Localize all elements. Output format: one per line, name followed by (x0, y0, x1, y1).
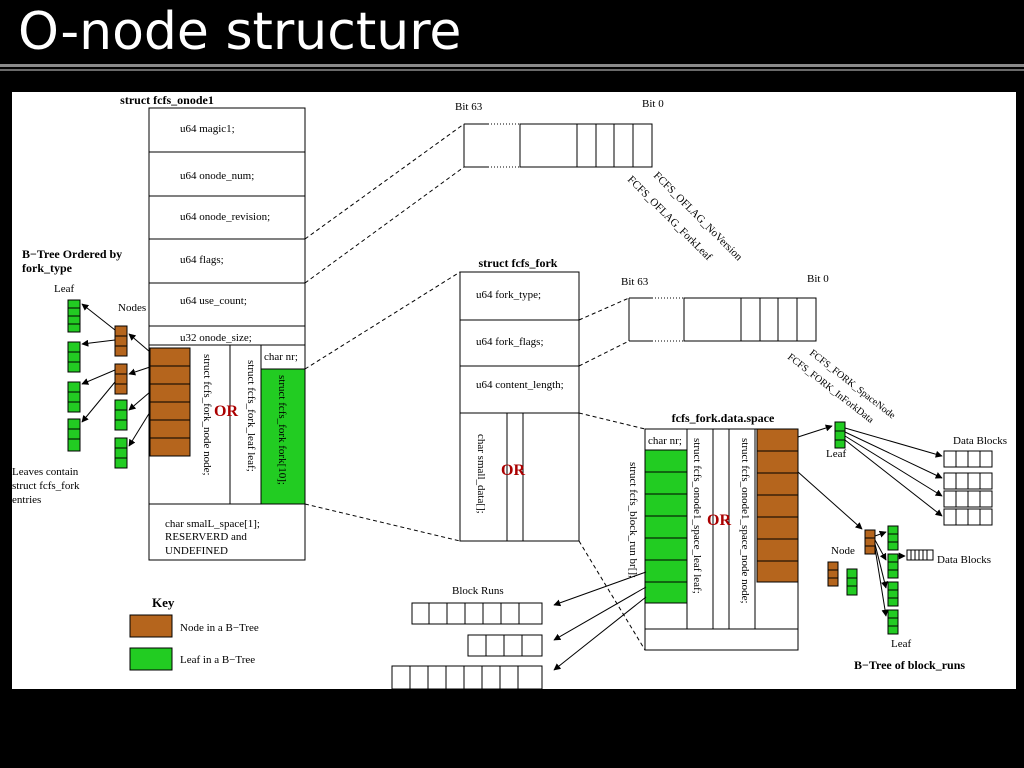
onode-field-flags: u64 flags; (180, 254, 224, 266)
onode-node-stack (149, 347, 191, 457)
left-btree-title-2: fork_type (22, 261, 73, 275)
space-charnr: char nr; (648, 435, 682, 447)
title-bar: O-node structure (0, 0, 1024, 62)
space-title: fcfs_fork.data.space (672, 411, 775, 425)
left-btree-note-1: Leaves contain (12, 466, 79, 478)
flags2-bit0: Bit 0 (807, 273, 829, 285)
slide-title: O-node structure (18, 2, 462, 62)
onode-title: struct fcfs_onode1 (120, 93, 214, 107)
key-leaf-label: Leaf in a B−Tree (180, 654, 255, 666)
key-title: Key (152, 595, 175, 610)
onode-undefined: UNDEFINED (165, 545, 228, 557)
flags1-bit63: Bit 63 (455, 101, 483, 113)
onode-struct: struct fcfs_onode1 u64 magic1; u64 onode… (120, 93, 306, 561)
onode-or-label: OR (214, 403, 238, 420)
left-btree-note-3: entries (12, 494, 41, 506)
left-btree-nodes-label: Nodes (118, 302, 146, 314)
fork-struct: struct fcfs_fork u64 fork_type; u64 fork… (459, 256, 580, 542)
left-btree-title-1: B−Tree Ordered by (22, 247, 122, 261)
space-vertical-node: struct fcfs_onode1_space_node node; (739, 438, 751, 604)
flags2-bit63: Bit 63 (621, 276, 649, 288)
right-btree-leaf-bottom: Leaf (891, 638, 911, 650)
left-btree-leaf-label: Leaf (54, 283, 74, 295)
fork-field-flags: u64 fork_flags; (476, 336, 544, 348)
fork-field-type: u64 fork_type; (476, 289, 541, 301)
onode-field-use-count: u64 use_count; (180, 295, 247, 307)
onode-field-onode-num: u64 onode_num; (180, 170, 254, 182)
space-vertical-block-run: struct fcfs_block_run br[]; (627, 462, 639, 578)
key-node-swatch (129, 614, 173, 638)
data-block-group-2 (906, 549, 934, 561)
fork-or-label: OR (501, 462, 525, 479)
onode-field-onode-size: u32 onode_size; (180, 332, 252, 344)
flags1-bit0: Bit 0 (642, 98, 664, 110)
right-btree-data-blocks-1: Data Blocks (953, 435, 1007, 447)
onode-vertical-fork: struct fcfs_fork fork[10]; (276, 375, 288, 485)
left-btree: B−Tree Ordered by fork_type Leaf Nodes L… (12, 247, 151, 506)
legend-key: Key Node in a B−Tree Leaf in a B−Tree (129, 595, 259, 671)
space-vertical-leaf: struct fcfs_onode1_space_leaf leaf; (691, 438, 703, 594)
onode-charnr: char nr; (264, 351, 298, 363)
onode-diagram: struct fcfs_onode1 u64 magic1; u64 onode… (12, 92, 1016, 689)
space-struct: fcfs_fork.data.space char nr; struct fcf… (627, 411, 799, 651)
key-leaf-swatch (129, 647, 173, 671)
onode-reserved: RESERVERD and (165, 531, 247, 543)
right-btree: Leaf Data Blocks (797, 421, 1007, 672)
fork-title: struct fcfs_fork (479, 256, 558, 270)
key-node-label: Node in a B−Tree (180, 622, 259, 634)
onode-flags-register: Bit 63 Bit 0 FCFS_OFLAG_NoVersion FCFS_O… (455, 98, 745, 264)
block-runs: Block Runs (391, 571, 647, 689)
fork-flags-register: Bit 63 Bit 0 FCFS_FORK_SpaceNode FCFS_FO… (621, 273, 898, 426)
right-btree-title: B−Tree of block_runs (854, 658, 965, 672)
right-btree-node-label: Node (831, 545, 855, 557)
fork-vertical-small-data: char small_data[]; (475, 434, 487, 514)
onode-small-space: char smalL_space[1]; (165, 518, 260, 530)
data-block-group-1 (943, 450, 993, 526)
onode-fork-leaf-area (260, 368, 306, 505)
left-btree-note-2: struct fcfs_fork (12, 480, 80, 492)
block-runs-label: Block Runs (452, 585, 504, 597)
title-separator (0, 64, 1024, 67)
fork-field-content-length: u64 content_length; (476, 379, 564, 391)
onode-vertical-leaf: struct fcfs_fork_leaf leaf; (245, 360, 257, 472)
right-btree-data-blocks-2: Data Blocks (937, 554, 991, 566)
space-or-label: OR (707, 512, 731, 529)
onode-field-onode-revision: u64 onode_revision; (180, 211, 270, 223)
onode-field-magic1: u64 magic1; (180, 123, 235, 135)
title-separator-lower (0, 69, 1024, 71)
onode-vertical-node: struct fcfs_fork_node node; (201, 354, 213, 476)
right-btree-leaf-top: Leaf (826, 448, 846, 460)
